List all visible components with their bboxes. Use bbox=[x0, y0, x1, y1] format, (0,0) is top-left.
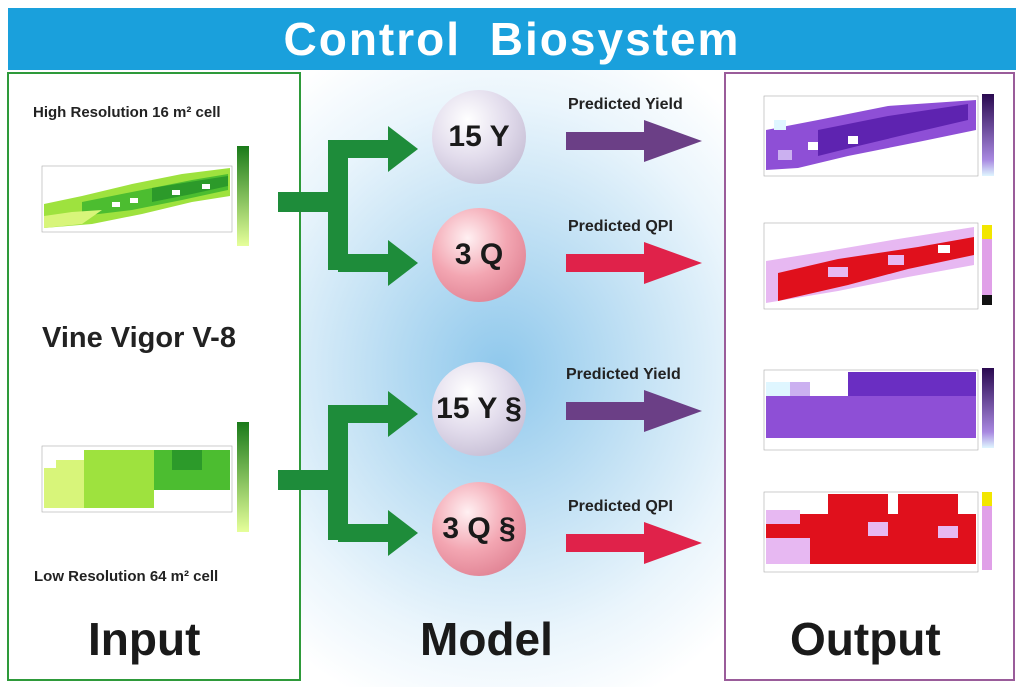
output-qpi-map-high-res bbox=[763, 222, 992, 310]
yield-arrow bbox=[566, 120, 702, 162]
model-circle-label: 3 Q bbox=[454, 238, 504, 271]
output-qpi-map-low-res bbox=[763, 491, 992, 573]
prediction-label-yield-2: Predicted Yield bbox=[566, 366, 681, 383]
output-yield-map-high-res bbox=[763, 94, 994, 177]
model-circle-3q: 3 Q bbox=[432, 208, 526, 302]
output-yield-map-low-res bbox=[763, 368, 994, 451]
model-footer-label: Model bbox=[420, 613, 553, 665]
prediction-label-yield-1: Predicted Yield bbox=[568, 96, 683, 113]
title-bar: Control Biosystem bbox=[8, 8, 1016, 70]
high-resolution-label: High Resolution 16 m² cell bbox=[33, 104, 221, 121]
model-circle-label: 15 Y § bbox=[436, 392, 522, 425]
model-circle-15y-low-res: 15 Y § bbox=[432, 362, 526, 456]
model-circle-label: 15 Y bbox=[448, 120, 510, 153]
high-res-vigor-map bbox=[41, 146, 249, 246]
model-circle-15y: 15 Y bbox=[432, 90, 526, 184]
model-circle-3q-low-res: 3 Q § bbox=[432, 482, 526, 576]
model-circle-label: 3 Q § bbox=[442, 512, 516, 545]
prediction-label-qpi-1: Predicted QPI bbox=[568, 218, 673, 235]
low-resolution-label: Low Resolution 64 m² cell bbox=[34, 568, 219, 585]
qpi-arrow bbox=[566, 522, 702, 564]
output-footer-label: Output bbox=[790, 613, 941, 665]
vine-vigor-label: Vine Vigor V-8 bbox=[42, 322, 236, 354]
prediction-label-qpi-2: Predicted QPI bbox=[568, 498, 673, 515]
qpi-arrow bbox=[566, 242, 702, 284]
page-title: Control Biosystem bbox=[283, 13, 741, 65]
low-res-vigor-map bbox=[41, 422, 249, 532]
input-footer-label: Input bbox=[88, 613, 201, 665]
yield-arrow bbox=[566, 390, 702, 432]
